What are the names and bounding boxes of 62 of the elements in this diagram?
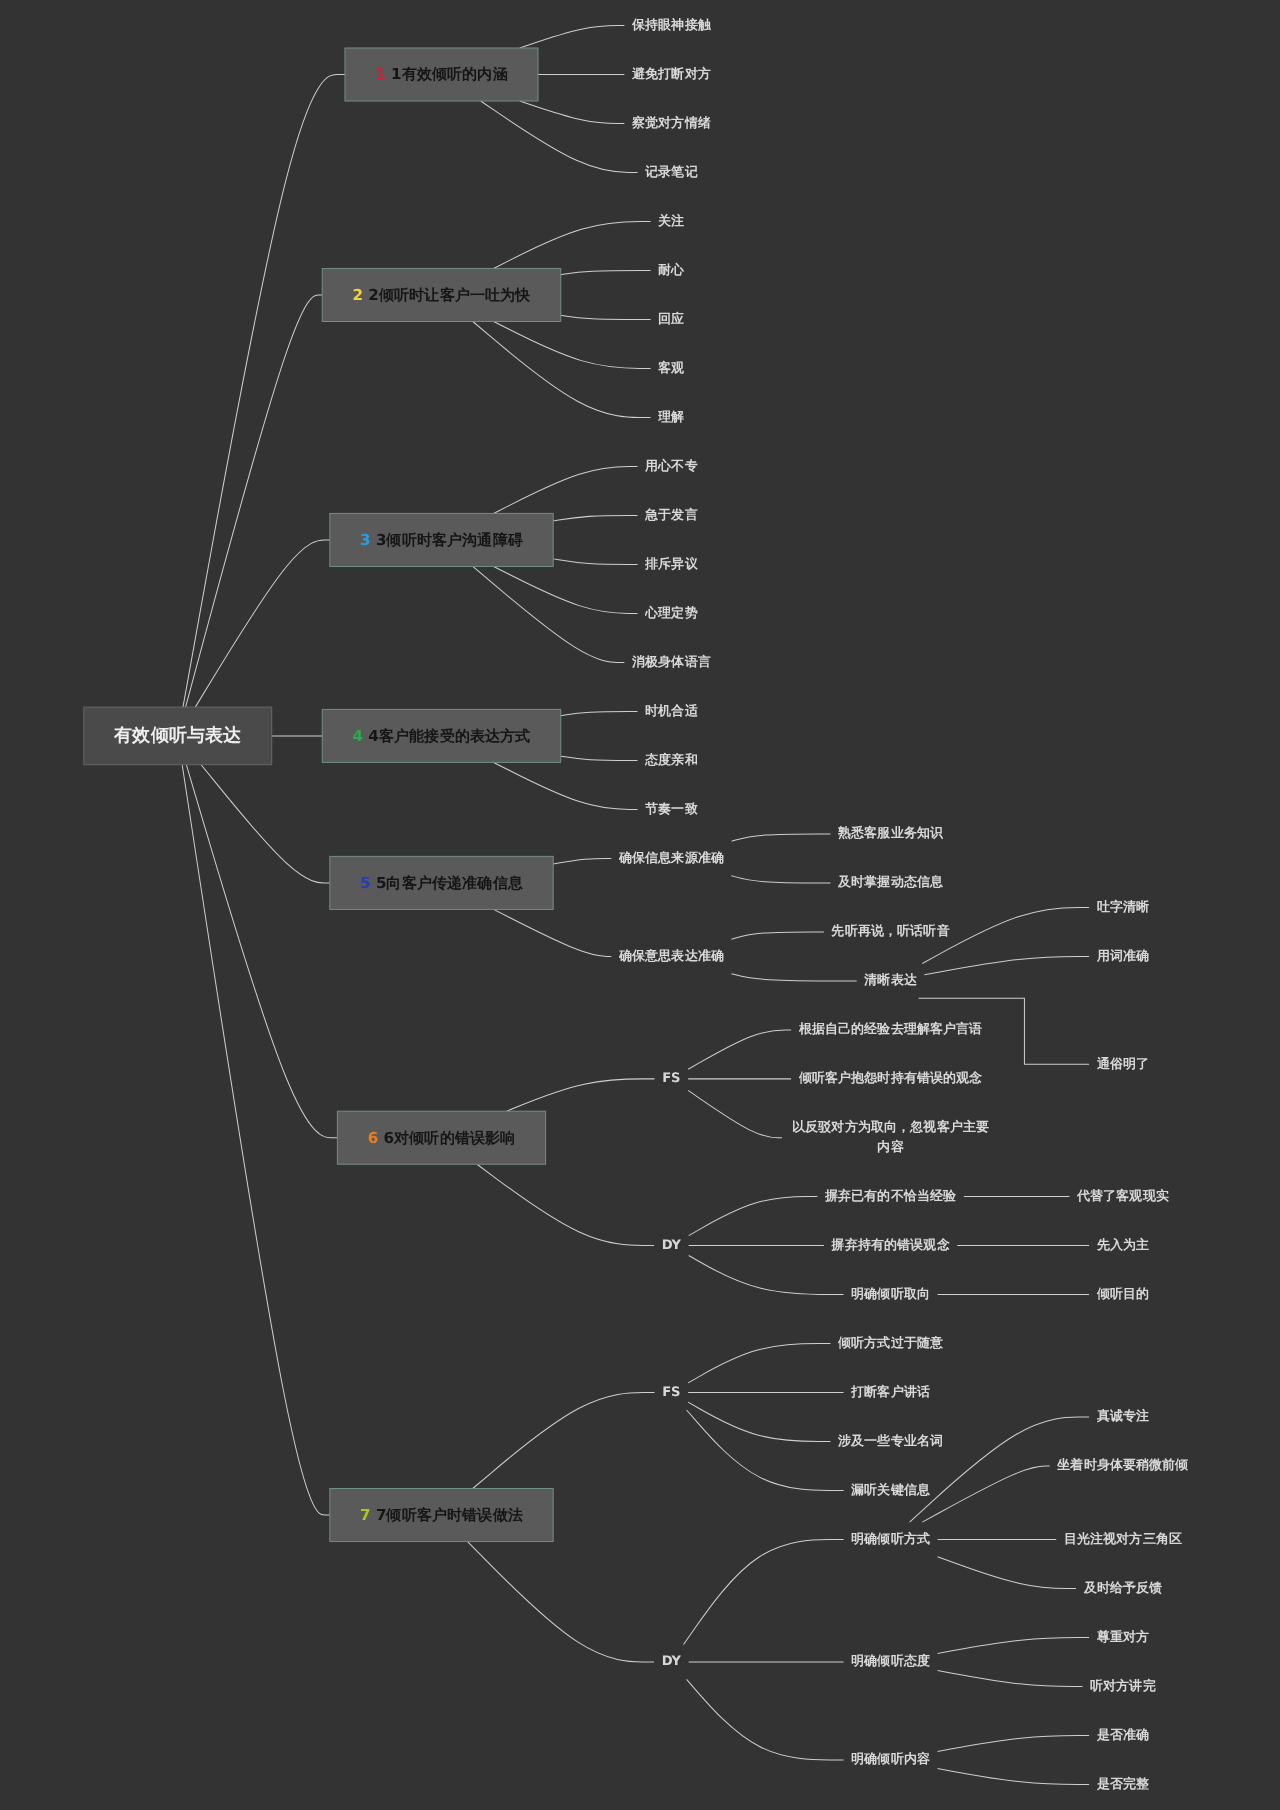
connector-line: [937, 1670, 1084, 1687]
connector-line: [688, 1245, 825, 1247]
connector-line: [552, 558, 639, 565]
connector-line: [730, 833, 831, 842]
connector-line: [687, 1401, 831, 1443]
connector-line: [687, 1343, 831, 1384]
connector-line: [472, 321, 652, 418]
connector-line: [493, 908, 612, 957]
connector-line: [537, 74, 625, 75]
connector-line: [688, 1661, 845, 1663]
connector-line: [688, 1196, 818, 1237]
connector-line: [921, 906, 1090, 964]
connector-line: [918, 997, 1090, 1065]
connector-line: [493, 465, 639, 514]
connector-line: [472, 565, 625, 663]
connector-line: [476, 1163, 655, 1247]
connector-line: [937, 1768, 1090, 1785]
connector-line: [560, 314, 652, 320]
connector-line: [552, 514, 639, 522]
connector-line: [687, 1029, 792, 1070]
connector-line: [683, 1539, 845, 1646]
connector-line: [560, 269, 652, 276]
connector-line: [493, 220, 652, 269]
connector-line: [493, 321, 652, 369]
connector-line: [560, 755, 639, 761]
connector-line: [686, 1409, 845, 1492]
connector-line: [937, 1539, 1057, 1541]
connector-line: [937, 1556, 1077, 1590]
connector-line: [730, 875, 831, 884]
connector-line: [480, 100, 639, 173]
connector-line: [519, 100, 625, 124]
connector-line: [182, 74, 346, 708]
connector-line: [687, 1392, 845, 1394]
connector-line: [937, 1735, 1090, 1752]
connector-line: [200, 764, 331, 884]
connector-line: [560, 710, 639, 717]
connector-line: [730, 973, 858, 982]
connector-line: [185, 764, 338, 1139]
connector-line: [923, 955, 1090, 976]
connector-line: [963, 1196, 1070, 1198]
node-box: 有效倾听与表达: [83, 706, 273, 766]
connector-line: [519, 25, 625, 49]
connector-line: [686, 1678, 845, 1761]
connector-line: [467, 1541, 655, 1663]
connector-line: [181, 764, 331, 1516]
connector-line: [493, 761, 639, 810]
connector-line: [194, 539, 331, 708]
connector-line: [472, 1392, 656, 1489]
connector-line: [921, 1465, 1051, 1523]
connector-line: [956, 1245, 1090, 1247]
connector-line: [937, 1294, 1090, 1296]
connector-line: [271, 735, 323, 737]
connector-line: [506, 1078, 656, 1112]
connector-line: [730, 931, 825, 940]
connector-line: [688, 1255, 845, 1296]
connector-line: [687, 1078, 792, 1080]
connector-line: [552, 857, 612, 865]
connector-line: [687, 1089, 783, 1139]
connector-line: [909, 1416, 1090, 1523]
connector-line: [493, 565, 639, 614]
connector-line: [185, 294, 323, 708]
connector-line: [937, 1637, 1090, 1654]
